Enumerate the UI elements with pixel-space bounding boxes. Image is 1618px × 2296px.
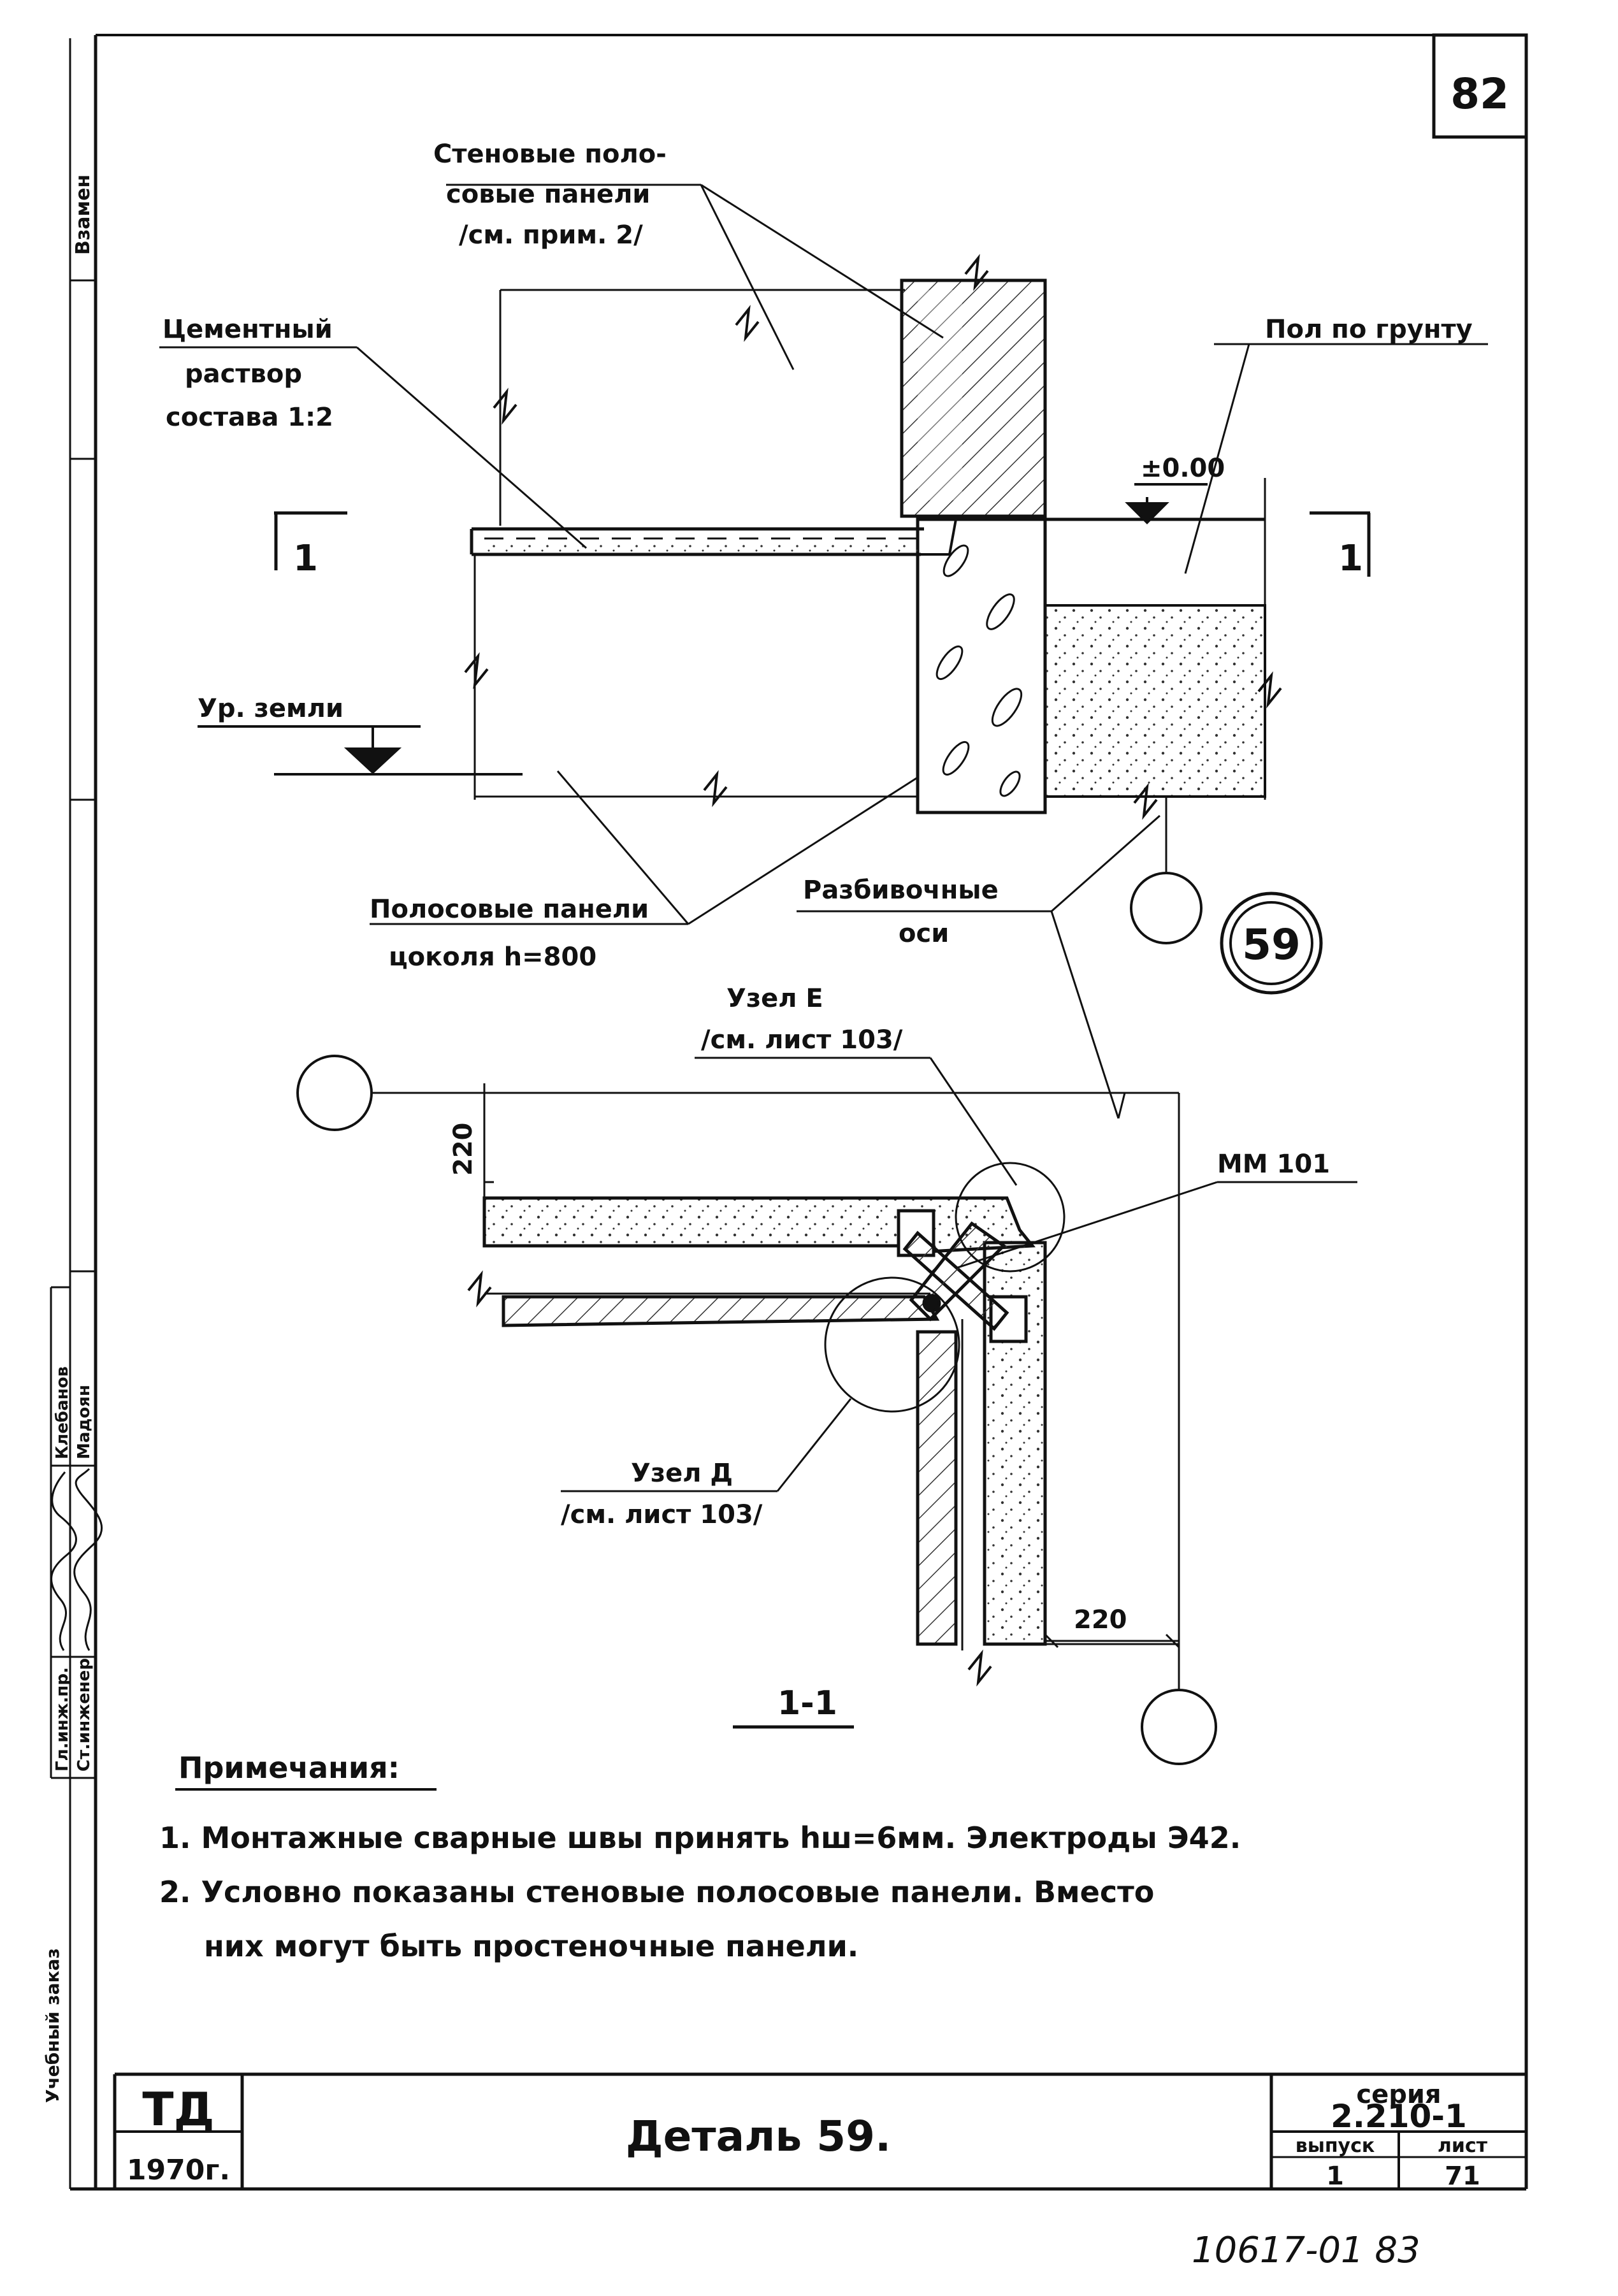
left-strip bbox=[50, 38, 96, 2189]
label-plinth-panels: Полосовые панели цоколя h=800 bbox=[370, 895, 649, 972]
sheet-value: 71 bbox=[1445, 2162, 1480, 2191]
notes-heading: Примечания: bbox=[178, 1751, 400, 1785]
replace-label: Взамен bbox=[72, 175, 94, 255]
ground-level-mark bbox=[198, 725, 523, 776]
wall-panels-line-3: /см. прим. 2/ bbox=[459, 220, 643, 250]
signature bbox=[50, 1468, 103, 1651]
org-mark: ТД bbox=[142, 2083, 214, 2136]
detail-number: 59 bbox=[1242, 920, 1301, 969]
series-value: 2.210-1 bbox=[1331, 2098, 1467, 2135]
label-layout-axes: Разбивочные оси bbox=[803, 876, 999, 948]
axis-bubble-left bbox=[296, 1055, 373, 1131]
issue-label: выпуск bbox=[1296, 2135, 1375, 2157]
issue-value: 1 bbox=[1326, 2162, 1344, 2191]
footer-code: 10617-01 83 bbox=[1192, 2230, 1420, 2271]
name-1: Клебанов bbox=[53, 1366, 72, 1459]
layout-axes-line-2: оси bbox=[899, 919, 949, 948]
node-e-leader bbox=[929, 1057, 1018, 1186]
plinth-panel-section bbox=[916, 517, 1047, 814]
dim-220-horizontal: 220 bbox=[1074, 1605, 1127, 1635]
section-mark-left-text: 1 bbox=[293, 538, 318, 579]
name-2: Мадоян bbox=[75, 1385, 94, 1459]
node-e-line-2: /см. лист 103/ bbox=[701, 1025, 903, 1055]
label-cement-mortar: Цементный раствор состава 1:2 bbox=[163, 315, 333, 432]
title-block bbox=[113, 2072, 1526, 2189]
node-d-line-1: Узел Д bbox=[631, 1459, 733, 1488]
layout-axes-line-1: Разбивочные bbox=[803, 876, 999, 905]
sheet-number-box: 82 bbox=[1432, 33, 1528, 139]
wall-panels-line-1: Стеновые поло- bbox=[433, 140, 667, 169]
part-code-leader bbox=[955, 1181, 1218, 1269]
connection-plate-mm101 bbox=[897, 1209, 1028, 1343]
role-2: Ст.инженер bbox=[75, 1658, 94, 1772]
section-mark-right-text: 1 bbox=[1338, 538, 1363, 579]
bottom-strip-label: Учебный заказ bbox=[42, 1948, 63, 2103]
node-d-leader bbox=[776, 1398, 852, 1492]
note-2: 2. Условно показаны стеновые полосовые п… bbox=[159, 1875, 1154, 1909]
floor-slab bbox=[470, 517, 1265, 556]
axis-lines bbox=[372, 1083, 1180, 1689]
break-marks bbox=[464, 254, 1282, 820]
note-1: 1. Монтажные сварные швы принять hш=6мм.… bbox=[159, 1821, 1241, 1855]
series-label: серия bbox=[1356, 2080, 1441, 2109]
node-e-circle bbox=[955, 1162, 1065, 1273]
plinth-panels-line-2: цоколя h=800 bbox=[389, 942, 596, 972]
sheet-number: 82 bbox=[1450, 69, 1509, 119]
sheet-frame bbox=[70, 34, 1528, 2191]
sheet-label: лист bbox=[1438, 2135, 1488, 2157]
cement-mortar-line-1: Цементный bbox=[163, 315, 333, 344]
cement-mortar-line-3: состава 1:2 bbox=[166, 403, 333, 432]
role-1: Гл.инж.пр. bbox=[53, 1667, 72, 1772]
node-d-circle bbox=[824, 1276, 960, 1413]
drawing-title: Деталь 59. bbox=[626, 2112, 891, 2161]
label-node-e: Узел Е /см. лист 103/ bbox=[701, 984, 903, 1055]
level-mark-zero bbox=[1125, 483, 1208, 524]
year: 1970г. bbox=[127, 2154, 230, 2186]
detail-number-badge: 59 bbox=[1220, 892, 1323, 995]
dim-220-vertical: 220 bbox=[449, 1123, 478, 1176]
ground-level: Ур. земли bbox=[198, 694, 343, 723]
section-mark-right: 1 bbox=[1310, 511, 1371, 579]
section-title: 1-1 bbox=[777, 1684, 837, 1722]
part-code: ММ 101 bbox=[1217, 1150, 1330, 1179]
plan-break-marks bbox=[467, 1270, 992, 1687]
note-3: них могут быть простеночные панели. bbox=[204, 1929, 858, 1963]
section-mark-left: 1 bbox=[274, 511, 347, 579]
plan-vertical-panel bbox=[916, 1241, 1179, 1650]
soil-fill bbox=[1044, 604, 1266, 798]
wall-panel-section bbox=[900, 278, 1047, 518]
leader-lines-top bbox=[159, 184, 1488, 1119]
label-node-d: Узел Д /см. лист 103/ bbox=[561, 1459, 763, 1529]
plinth-panels-line-1: Полосовые панели bbox=[370, 895, 649, 924]
axis-bubble-bottom bbox=[1141, 1689, 1217, 1765]
cement-mortar-line-2: раствор bbox=[185, 359, 302, 389]
mortar-layer bbox=[484, 543, 918, 552]
dim-220-horizontal-lines bbox=[1044, 1633, 1180, 1649]
node-e-line-1: Узел Е bbox=[726, 984, 823, 1013]
label-wall-panels: Стеновые поло- совые панели /см. прим. 2… bbox=[433, 140, 667, 250]
floor-on-ground: Пол по грунту bbox=[1265, 315, 1473, 344]
wall-panels-line-2: совые панели bbox=[446, 180, 650, 209]
axis-bubble-top bbox=[1130, 872, 1203, 944]
node-d-line-2: /см. лист 103/ bbox=[561, 1500, 763, 1529]
